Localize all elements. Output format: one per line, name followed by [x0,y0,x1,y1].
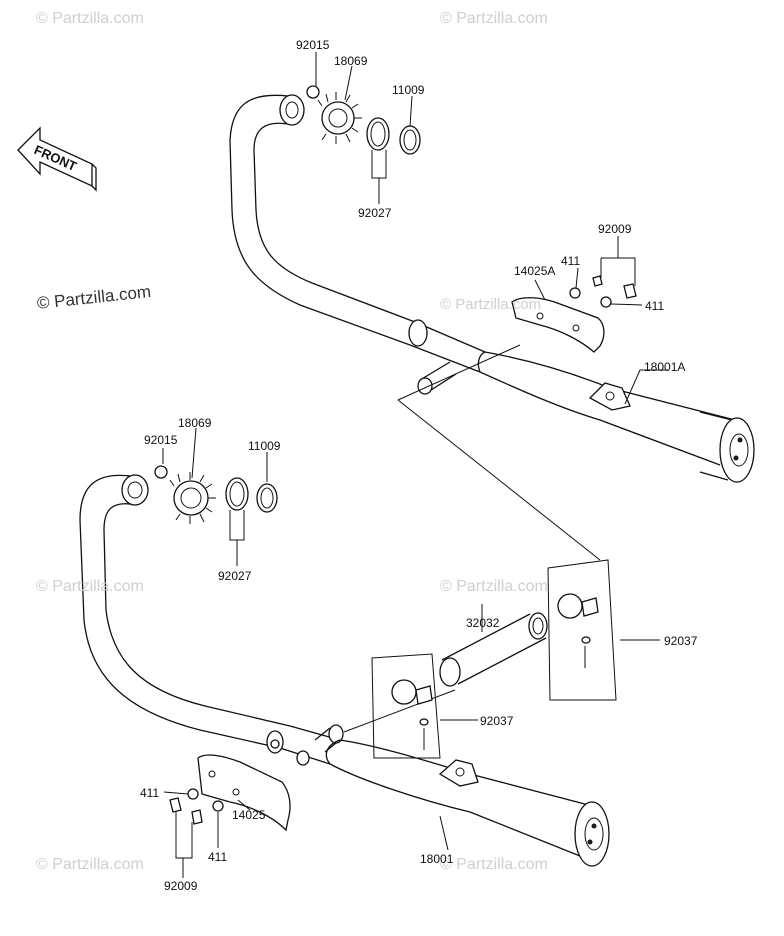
bottom-connector-pipe [439,612,548,687]
top-muffler [477,351,755,483]
part-label-18069-top: 18069 [334,54,368,68]
bottom-leader-lines [162,427,660,878]
part-label-92009-top: 92009 [598,222,632,236]
top-heat-guard [511,297,605,353]
part-label-11009-top: 11009 [392,83,425,97]
part-label-14025-bottom: 14025 [232,808,266,822]
part-label-411-top-a: 411 [561,254,581,268]
watermark: © Partzilla.com [36,10,144,27]
top-bolts [569,275,637,308]
watermark: © Partzilla.com [36,856,144,873]
clamp-inset-right [547,559,617,701]
watermark: © Partzilla.com [36,578,144,595]
top-leader-lines [315,52,668,405]
part-label-411-top-b: 411 [645,299,665,313]
bottom-heat-guard [197,754,291,832]
watermark: © Partzilla.com [440,296,542,313]
part-label-411-bottom-a: 411 [140,786,160,800]
part-label-92037-bottom-b: 92037 [480,714,514,728]
part-label-92027-top: 92027 [358,206,392,220]
top-exhaust-pipe [229,94,486,395]
part-label-411-bottom-b: 411 [208,850,228,864]
part-label-18001A-top: 18001A [644,360,686,374]
part-label-14025A-top: 14025A [514,264,556,278]
part-label-11009-bottom: 11009 [248,439,281,453]
top-gasket-parts [306,85,421,155]
part-label-92009-bottom: 92009 [164,879,198,893]
part-label-32032-bottom: 32032 [466,616,500,630]
part-label-18001-bottom: 18001 [420,852,454,866]
front-arrow-icon [17,126,97,192]
watermark: © Partzilla.com [440,578,548,595]
watermark: © Partzilla.com [440,856,548,873]
bottom-bolts [169,788,224,825]
part-label-92027-bottom: 92027 [218,569,252,583]
bottom-exhaust-pipe [79,474,344,766]
bottom-gasket-parts [154,465,278,524]
connector-lines [343,344,601,733]
part-label-18069-bottom: 18069 [178,416,212,430]
part-label-92015-bottom: 92015 [144,433,178,447]
watermark: © Partzilla.com [440,10,548,27]
clamp-inset-left [371,653,441,759]
bottom-muffler [325,739,610,867]
part-label-92037-bottom-a: 92037 [664,634,698,648]
part-label-92015-top: 92015 [296,38,330,52]
